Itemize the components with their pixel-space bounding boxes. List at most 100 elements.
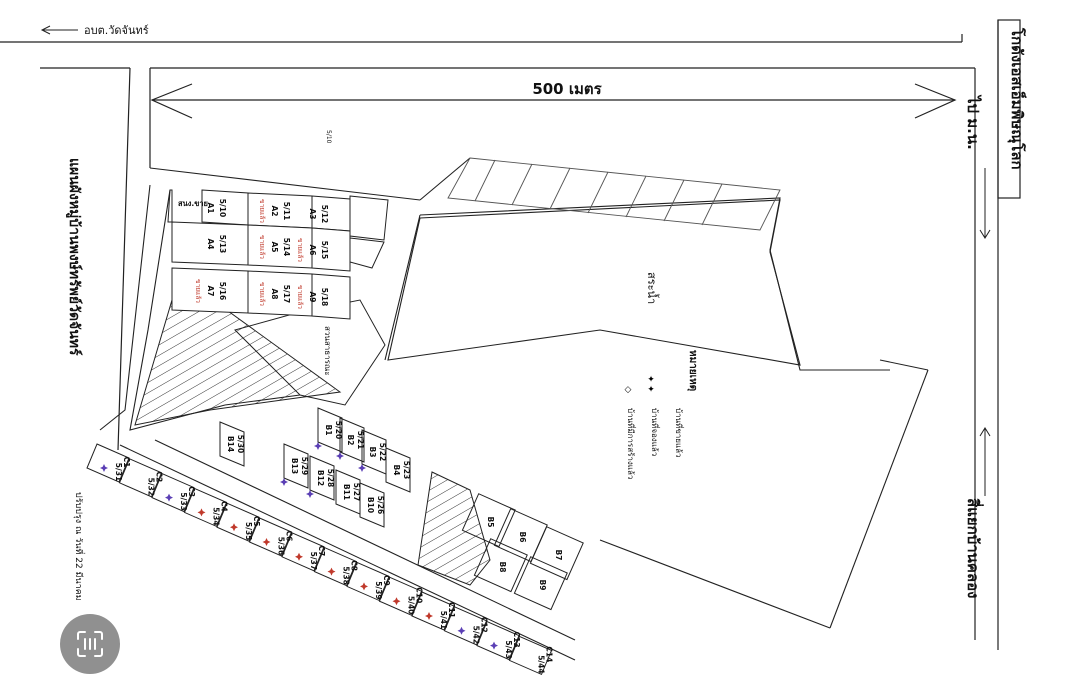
plot-b-2[interactable] (339, 417, 365, 463)
plot-c-3[interactable] (151, 472, 195, 513)
plot-c-11[interactable] (411, 591, 455, 631)
scan-text-button[interactable] (60, 614, 120, 674)
plot-a-code: A9 (308, 291, 317, 302)
top-road (0, 34, 975, 451)
plot-c-code: C10 (415, 587, 424, 603)
plot-b-code: B13 (290, 458, 299, 474)
plot-c-number: 5/40 (407, 596, 416, 614)
plot-c-9[interactable] (346, 561, 390, 602)
plot-c-14[interactable] (508, 635, 553, 676)
plot-b-marker (336, 452, 344, 460)
plot-c-number: 5/36 (277, 537, 286, 555)
plot-b-14[interactable] (513, 556, 568, 611)
plot-b-number: 5/30 (236, 435, 245, 453)
plot-b-code: B2 (346, 435, 355, 446)
office-label: สนง.ขาย (178, 199, 208, 208)
hatched-area-left (134, 297, 342, 426)
plot-b-4[interactable] (385, 447, 411, 493)
plot-c-10[interactable] (378, 576, 423, 616)
right-road-top-label: โกดังเอสเอ็มพิษณุโลก (1007, 27, 1027, 170)
plot-b-12[interactable] (529, 526, 584, 581)
plot-b-10[interactable] (461, 493, 516, 548)
block-c (86, 443, 553, 676)
plot-b-1[interactable] (317, 407, 343, 453)
plot-c-2[interactable] (118, 458, 163, 498)
plot-b-marker (306, 490, 314, 498)
plot-c-number: 5/34 (212, 507, 221, 525)
plot-c-marker (295, 552, 303, 561)
plot-b-7[interactable] (309, 455, 335, 501)
plot-c-marker (327, 567, 336, 576)
plot-c-7[interactable] (281, 532, 325, 572)
plot-c-8[interactable] (313, 546, 358, 587)
legend-item-built: บ้านที่มีการสร้างแล้ว (626, 408, 637, 479)
plot-a-number: 5/18 (320, 288, 329, 306)
plot-c-number: 5/41 (439, 611, 448, 629)
plot-c-number: 5/31 (114, 463, 123, 481)
plot-c-marker (360, 582, 368, 591)
plot-b-8[interactable] (283, 443, 309, 489)
plot-c-code: C2 (155, 471, 164, 482)
plot-c-13[interactable] (476, 620, 520, 661)
plot-c-code: C13 (512, 632, 521, 648)
plot-b-code: B10 (366, 497, 375, 513)
plot-c-marker (197, 508, 206, 517)
legend-item-sold: บ้านที่ขายแล้ว (674, 408, 685, 458)
plot-b-number: 5/22 (378, 443, 387, 461)
vertical-plot-label: 5/10 (325, 130, 332, 144)
plot-b-code: B7 (554, 550, 563, 561)
plot-b-6[interactable] (335, 469, 361, 515)
plot-b-code: B5 (486, 517, 495, 528)
plot-a-2[interactable] (247, 192, 313, 229)
plot-c-code: C8 (350, 560, 359, 571)
updated-label: ปรับปรุง ณ วันที่ 22 มีนาคม (73, 492, 86, 601)
plot-b-marker (314, 442, 322, 450)
right-road-bottom-label: สี่แยกบ้านคลอง (964, 498, 984, 598)
plot-a-number: 5/14 (282, 238, 291, 256)
plot-a-number: 5/12 (320, 205, 329, 223)
plot-a-code: A6 (308, 244, 317, 255)
plot-a-number: 5/17 (282, 285, 291, 303)
plot-c-code: C9 (382, 575, 391, 586)
legend-marker-built: ◇ (625, 385, 632, 395)
distance-label: 500 เมตร (532, 80, 602, 98)
plot-a-6[interactable] (311, 227, 351, 272)
top-road-label: อบต.วัดจันทร์ (84, 24, 149, 37)
park-label: สวนสาธารณะ (323, 326, 332, 376)
plot-c-number: 5/44 (537, 655, 546, 673)
sold-note: ขายแล้ว (296, 238, 304, 262)
plot-b-number: 5/28 (326, 469, 335, 487)
legend: หมายเหตุ ✦ บ้านที่ขายแล้ว ✦ บ้านที่จองแล… (625, 350, 698, 479)
right-road (974, 19, 1021, 650)
plot-c-marker (490, 641, 498, 650)
plot-b-9[interactable] (219, 421, 245, 467)
plot-c-1[interactable] (86, 443, 130, 483)
plot-c-marker (165, 493, 173, 502)
plot-a-code: A1 (206, 202, 215, 213)
plot-c-marker (392, 597, 401, 606)
distance-label-bg (528, 76, 606, 98)
plot-c-marker (457, 626, 466, 635)
plot-c-code: C1 (122, 457, 131, 468)
legend-item-booked: บ้านที่จองแล้ว (650, 408, 661, 456)
plot-b-number: 5/23 (402, 461, 411, 479)
plot-c-code: C4 (220, 501, 229, 512)
plot-c-4[interactable] (183, 487, 228, 528)
plot-c-code: C7 (317, 545, 326, 556)
plot-b-number: 5/21 (356, 431, 365, 449)
plot-c-6[interactable] (248, 517, 293, 557)
block-a (167, 189, 389, 320)
road-arrow-left (40, 25, 78, 35)
plot-b-13[interactable] (473, 538, 528, 593)
to-mn-label: ไป ม.น. (964, 94, 983, 150)
plot-c-code: C14 (545, 646, 554, 662)
plot-a-9[interactable] (311, 273, 351, 320)
plot-c-12[interactable] (443, 606, 488, 646)
scan-icon (77, 631, 103, 657)
plot-b-code: B11 (342, 484, 351, 500)
plot-c-number: 5/42 (472, 626, 481, 644)
plot-b-marker (280, 478, 288, 486)
plot-a-number: 5/11 (282, 202, 291, 220)
plot-c-5[interactable] (216, 502, 260, 542)
legend-marker-sold: ✦ (647, 375, 655, 385)
